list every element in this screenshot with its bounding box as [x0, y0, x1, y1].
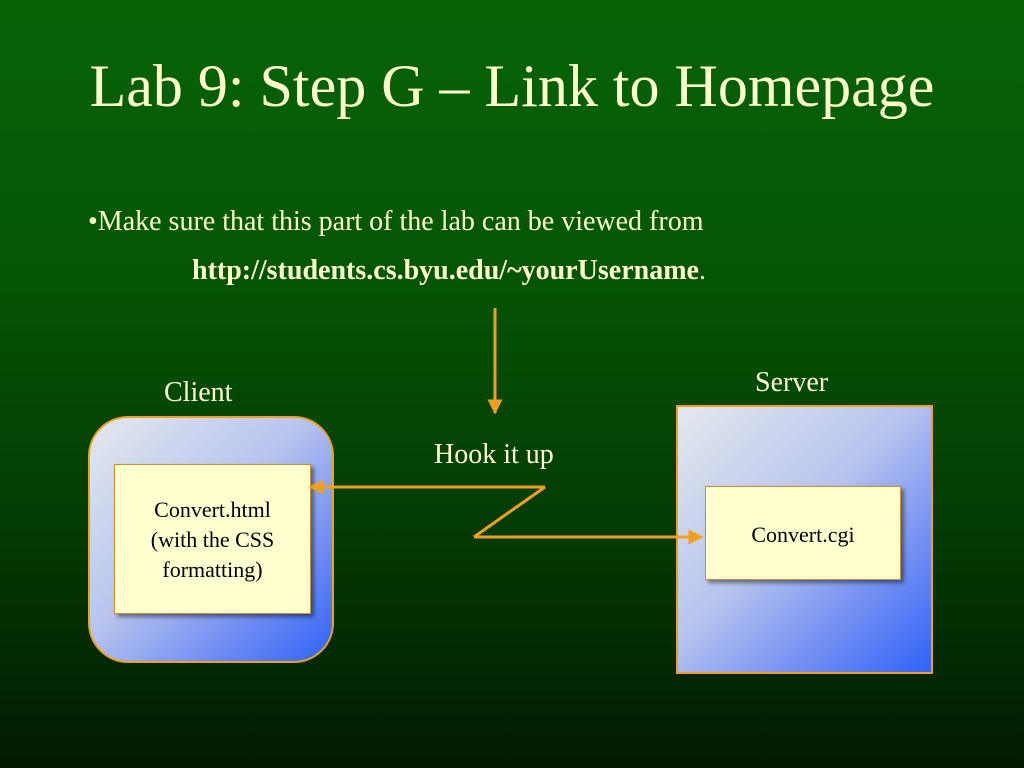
convert-html-line1: Convert.html: [154, 497, 271, 522]
server-label: Server: [755, 367, 829, 398]
url-period: .: [698, 255, 706, 286]
convert-html-box: Convert.html (with the CSS formatting): [114, 464, 311, 614]
slide-title: Lab 9: Step G – Link to Homepage: [89, 53, 935, 119]
convert-cgi-label: Convert.cgi: [751, 522, 855, 547]
hook-it-up-label: Hook it up: [434, 439, 554, 470]
convert-html-line3: formatting): [162, 557, 263, 582]
lightning-diagonal: [473, 485, 546, 539]
client-label: Client: [164, 377, 233, 408]
instruction-bullet: •Make sure that this part of the lab can…: [88, 206, 704, 237]
convert-html-line2: (with the CSS: [150, 527, 275, 552]
homepage-url: http://students.cs.byu.edu/~yourUsername: [192, 255, 699, 286]
convert-cgi-box: Convert.cgi: [705, 486, 901, 580]
url-line: http://students.cs.byu.edu/~yourUsername…: [192, 253, 706, 289]
